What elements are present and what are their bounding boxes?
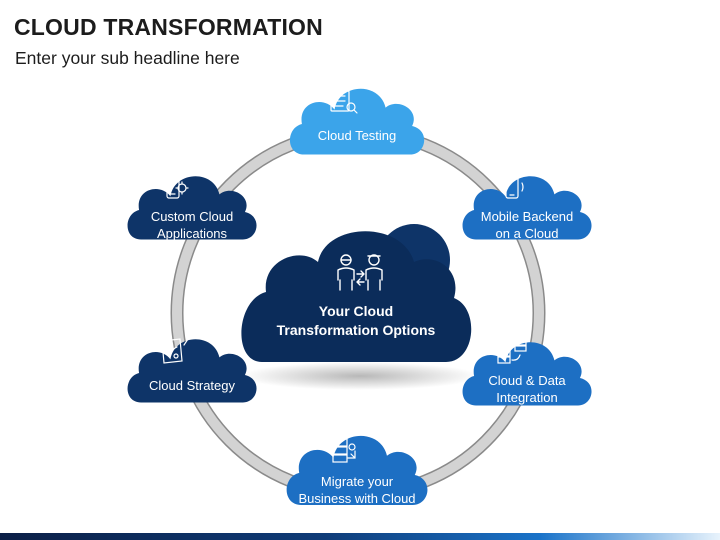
- node-label-migrate-business: Migrate your Business with Cloud: [298, 474, 416, 506]
- node-label-mobile-backend: Mobile Backend on a Cloud: [480, 209, 574, 241]
- data-integration-icon: [497, 339, 527, 364]
- page-subtitle: Enter your sub headline here: [15, 48, 240, 68]
- migration-server-icon: [332, 438, 356, 463]
- center-title: Your Cloud Transformation Options: [277, 302, 436, 340]
- mobile-phone-icon: [500, 174, 524, 199]
- center-cloud: [241, 224, 472, 362]
- center-title-line1: Your Cloud: [318, 303, 394, 319]
- center-cloud-shadow: [240, 362, 480, 390]
- footer-gradient-bar: [0, 533, 720, 540]
- node-cloud-testing: [289, 88, 425, 155]
- node-label-cloud-data-integration: Cloud & Data Integration: [488, 373, 566, 405]
- node-label-custom-cloud-apps: Custom Cloud Applications: [150, 209, 234, 241]
- page-title: CLOUD TRANSFORMATION: [14, 14, 323, 40]
- node-label-cloud-strategy: Cloud Strategy: [149, 378, 235, 393]
- strategy-board-icon: [161, 338, 189, 364]
- center-title-line2: Transformation Options: [276, 322, 436, 338]
- testing-checklist-icon: [330, 90, 358, 114]
- people-transfer-icon: [337, 254, 383, 291]
- mobile-gear-icon: [166, 175, 189, 199]
- node-label-cloud-testing: Cloud Testing: [317, 128, 397, 143]
